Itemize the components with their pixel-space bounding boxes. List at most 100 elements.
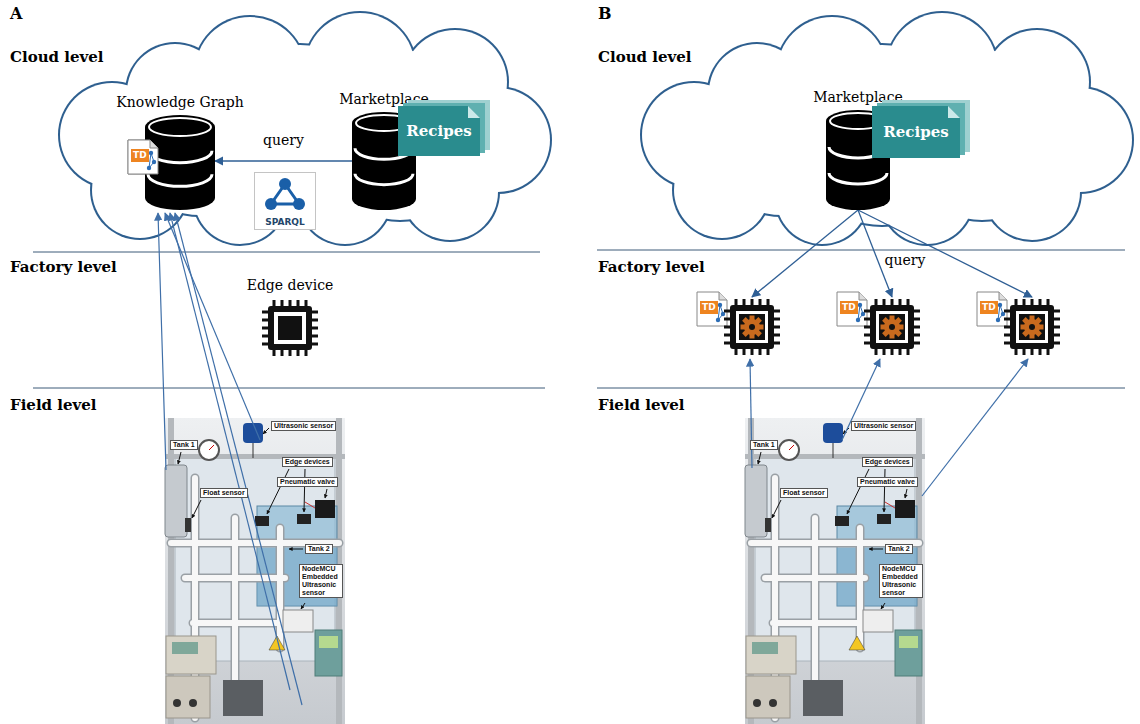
level-band: Cloud levelMarketplaceRecipes — [598, 48, 1138, 248]
lab-setup-photo — [165, 418, 345, 724]
edge-device-chip-outline — [312, 335, 318, 338]
edge-device-chip-outline — [977, 292, 1007, 326]
callout-text: Edge devices — [285, 458, 330, 466]
edge-device-chip-outline — [312, 319, 318, 322]
panel-letter: B — [598, 4, 612, 23]
cloud-outline — [58, 11, 552, 246]
edge-device-chip-outline — [1004, 342, 1010, 345]
edge-device-chip-outline — [1031, 299, 1034, 305]
edge-device-chip-outline — [864, 326, 870, 329]
edge-device-chip-outline — [1023, 299, 1026, 305]
edge-device-chip-outline — [1010, 305, 1054, 349]
edge-device-chip: TD — [862, 297, 922, 357]
edge-label: query — [883, 252, 928, 268]
callout-label: NodeMCU Embedded Ultrasonic sensor — [879, 564, 923, 598]
document-label: Recipes — [406, 122, 471, 140]
callout-text: Tank 1 — [173, 441, 195, 449]
node-label: Knowledge Graph — [116, 94, 244, 110]
edge-device-chip-outline — [759, 349, 762, 355]
edge-device-chip-outline — [744, 319, 760, 335]
edge-device-chip-outline — [1054, 326, 1060, 329]
edge-device-chip-outline — [273, 350, 276, 356]
recipes-document: Recipes — [872, 106, 970, 158]
edge-device-chip-outline — [998, 303, 1002, 307]
edge-device-chip-outline — [891, 299, 894, 305]
edge-device-chip-outline — [730, 305, 774, 349]
database-icon-outline — [152, 160, 156, 164]
callout-label: Ultrasonic sensor — [271, 421, 336, 431]
edge-device-chip-outline — [268, 306, 312, 350]
edge-device-chip-outline — [1004, 318, 1010, 321]
database-icon-outline — [149, 151, 153, 155]
edge-device-chip-outline — [864, 318, 870, 321]
logo-text: SPARQL — [265, 217, 305, 227]
device-link-line — [158, 213, 1028, 705]
edge-device-chip-outline — [1029, 324, 1035, 330]
edge-device-chip-outline — [297, 350, 300, 356]
edge-device-chip-outline — [735, 299, 738, 305]
edge-device-chip: TD — [722, 297, 782, 357]
edge-device-chip-outline — [858, 303, 862, 307]
td-badge: TD — [840, 301, 858, 314]
edge-device-chip-outline — [297, 300, 300, 306]
level-separator — [33, 388, 545, 389]
callout-label: Float sensor — [200, 488, 248, 498]
callout-text: Pneumatic valve — [860, 478, 915, 486]
edge-device-chip-outline — [1054, 318, 1060, 321]
database-icon-outline — [128, 140, 158, 174]
edge-device-chip-outline — [914, 334, 920, 337]
edge-device-chip-outline — [837, 292, 867, 326]
callout-text: NodeMCU Embedded Ultrasonic sensor — [882, 565, 920, 597]
database-icon-outline — [149, 118, 211, 136]
device-link-line — [750, 359, 752, 468]
edge-device-chip-outline — [289, 300, 292, 306]
edge-device-chip-outline — [864, 310, 870, 313]
database-icon-outline — [829, 173, 887, 184]
database-icon: MarketplaceRecipes — [352, 112, 416, 210]
edge-device-chip-outline — [876, 311, 908, 343]
edge-device-chip-outline — [262, 343, 268, 346]
edge-device-chip-outline — [881, 316, 904, 339]
level-separator — [597, 250, 1125, 251]
edge-device-chip-outline — [889, 324, 895, 330]
sparql-logo-outline — [279, 178, 291, 190]
edge-device-chip-outline — [774, 326, 780, 329]
level-title: Factory level — [10, 258, 550, 276]
edge-device-chip-outline — [1004, 326, 1010, 329]
callout-text: Edge devices — [865, 458, 910, 466]
edge-device-chip-outline — [774, 310, 780, 313]
edge-device-chip-outline — [899, 349, 902, 355]
level-title: Cloud level — [598, 48, 1138, 66]
edge-device-chip-outline — [899, 299, 902, 305]
edge-device-chip-outline — [273, 300, 276, 306]
callout-label: Tank 2 — [885, 544, 913, 554]
recipes-document-outline — [948, 106, 960, 118]
edge-device-chip-outline — [767, 299, 770, 305]
edge-device-chip-outline — [736, 311, 768, 343]
callout-label: Tank 2 — [305, 544, 333, 554]
panel-letter: A — [10, 4, 22, 23]
sparql-logo-outline — [255, 173, 316, 230]
edge-device-chip-outline — [751, 349, 754, 355]
edge-device-chip-outline — [719, 292, 727, 300]
edge-device-chip-outline — [262, 327, 268, 330]
edge-device-chip-outline — [1039, 299, 1042, 305]
edge-device-chip-outline — [1016, 311, 1048, 343]
device-link-line — [158, 213, 166, 470]
callout-text: Tank 1 — [753, 441, 775, 449]
recipes-document-outline — [398, 106, 480, 156]
edge-device-chip-outline — [1004, 334, 1010, 337]
edge-device-chip-outline — [767, 349, 770, 355]
edge-device-chip-outline — [883, 299, 886, 305]
level-band: Field levelUltrasonic sensorTank 1Edge d… — [10, 396, 550, 722]
callout-text: Ultrasonic sensor — [274, 422, 333, 430]
callout-label: Edge devices — [282, 457, 333, 467]
query-arrow — [858, 210, 1032, 297]
edge-device-chip-outline — [1047, 299, 1050, 305]
edge-device-chip-outline — [312, 311, 318, 314]
edge-device-chip-outline — [1024, 319, 1040, 335]
edge-device-chip-outline — [977, 292, 1007, 326]
level-band: Factory levelTDTDTD — [598, 258, 1138, 386]
document-label: Recipes — [883, 123, 948, 141]
edge-device-chip-outline — [859, 292, 867, 300]
